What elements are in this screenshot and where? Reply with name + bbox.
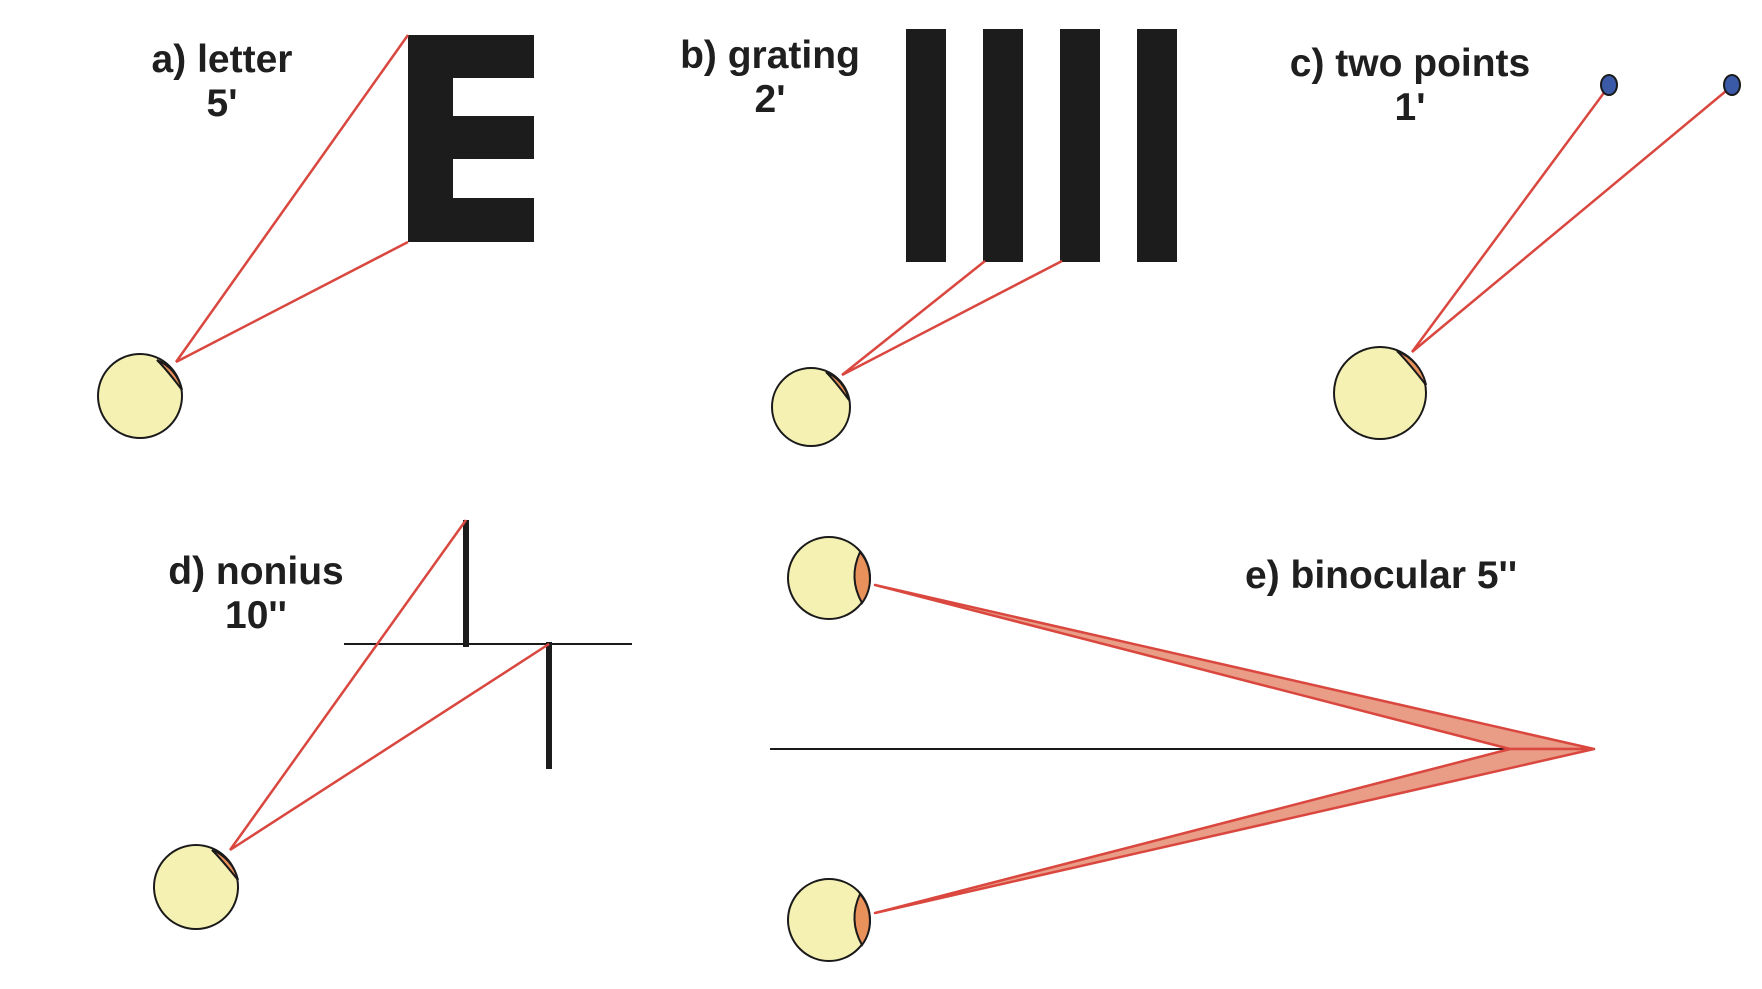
ray-upper [228,519,468,851]
ray-left [841,260,986,376]
cornea-icon [825,371,850,401]
eye-icon [153,844,239,930]
panel-b-grating [771,29,1177,447]
panel-b-title: b) grating [680,34,860,77]
panel-c-title: c) two points [1289,42,1531,85]
ray-left [1410,85,1611,353]
panel-c-label: c) two points 1' [1290,42,1530,130]
panel-c-value: 1' [1394,86,1426,129]
ray-top [174,34,410,363]
panel-b-value: 2' [754,78,786,121]
ray-right [1411,85,1733,353]
cornea-icon [1396,350,1427,386]
panel-d-title: d) nonius [168,550,344,593]
cornea-icon [853,550,871,605]
letter-e-shape [408,35,534,242]
grating-bar [983,29,1023,262]
panel-d-nonius [153,519,632,930]
ray-lower [229,642,550,852]
eye-icon [97,353,183,439]
disparity-wedge-lower [873,747,1596,915]
grating-bar [906,29,946,262]
ray-bottom [175,240,409,364]
point-right [1723,74,1741,96]
grating-bar [1060,29,1100,262]
panel-e-binocular [770,536,1596,962]
panel-a-value: 5' [206,82,238,125]
panel-a-title: a) letter [151,38,293,81]
panel-e-label: e) binocular 5'' [1245,554,1517,598]
ray-right [841,259,1063,377]
panel-a-letter [97,34,534,439]
panel-a-label: a) letter 5' [152,38,293,126]
panel-d-label: d) nonius 10'' [168,550,343,638]
eye-icon [1333,346,1427,440]
panel-e-title: e) binocular 5'' [1245,554,1518,597]
eye-icon [771,367,851,447]
grating-bar [1137,29,1177,262]
panel-b-label: b) grating 2' [680,34,860,122]
disparity-wedge-upper [873,583,1596,751]
point-left [1600,74,1618,96]
panel-c-two-points [1333,74,1741,440]
cornea-icon [853,892,871,947]
panel-d-value: 10'' [225,594,287,637]
cornea-icon [156,359,183,391]
cornea-icon [211,849,239,881]
